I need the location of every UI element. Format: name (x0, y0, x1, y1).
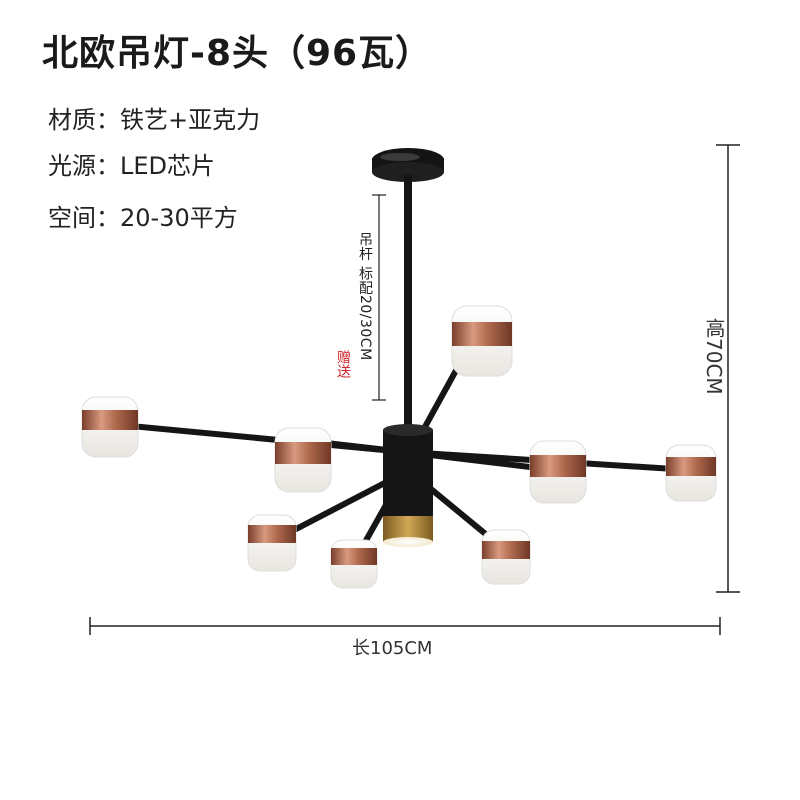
length-dimension-line (89, 617, 721, 635)
lamp-head-1 (81, 396, 139, 458)
center-hub (383, 424, 433, 547)
length-label: 长105CM (352, 638, 433, 659)
down-rod (404, 175, 412, 433)
lamp-head-3 (451, 305, 513, 377)
lamp-head-8 (481, 529, 531, 585)
spec-material: 材质：铁艺+亚克力 (48, 106, 261, 134)
ceiling-canopy (372, 148, 444, 182)
lamp-head-4 (529, 440, 587, 504)
lamp-head-5 (665, 444, 717, 502)
height-dimension-line (716, 144, 740, 593)
rod-dimension-line (372, 194, 386, 401)
spec-room-size: 空间：20-30平方 (48, 204, 238, 232)
lamp-head-7 (330, 539, 378, 589)
lamp-head-2 (274, 427, 332, 493)
product-title: 北欧吊灯-8头（96瓦） (42, 33, 433, 74)
rod-gift-label: 赠送 (335, 350, 351, 378)
lamp-head-6 (247, 514, 297, 572)
spec-light-source: 光源：LED芯片 (48, 152, 216, 180)
height-label: 高70CM (702, 318, 726, 395)
rod-length-label: 吊杆 标配20/30CM (357, 232, 373, 361)
